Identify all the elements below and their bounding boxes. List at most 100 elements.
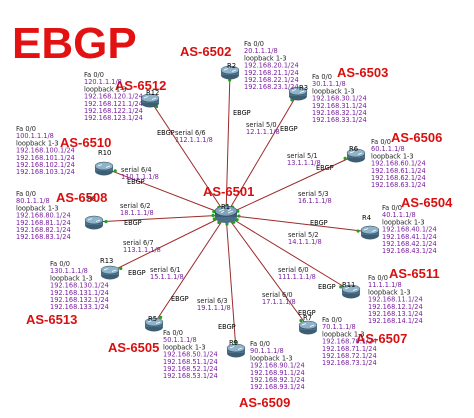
router-r9[interactable]	[226, 343, 246, 358]
as-label: AS-6513	[26, 312, 77, 327]
router-r3[interactable]	[288, 86, 308, 101]
router-r2[interactable]	[220, 65, 240, 80]
router-name: R11	[342, 281, 355, 289]
ebgp-label: EBGP	[218, 323, 236, 331]
router-arrows-icon	[363, 228, 377, 232]
link-status-dot	[212, 217, 216, 221]
as-label: AS-6509	[239, 395, 290, 410]
router-r12[interactable]	[140, 93, 160, 108]
interface-ip: 80.1.1.1/8	[16, 197, 50, 205]
interface-label: Fa 0/0	[368, 274, 388, 282]
serial-ip: 110.1.1.1/8	[121, 173, 159, 181]
router-icon-top	[288, 86, 308, 96]
ebgp-label: EBGP	[310, 219, 328, 227]
network-ip: 192.168.12.1/24	[368, 303, 423, 311]
network-ip: 192.168.14.1/24	[368, 317, 423, 325]
link-status-dot	[225, 222, 229, 226]
network-ip: 192.168.90.1/24	[250, 362, 305, 370]
router-name: R10	[98, 149, 111, 157]
router-icon-top	[94, 161, 114, 171]
link-status-dot	[119, 266, 123, 271]
link-status-dot	[233, 340, 237, 344]
network-ip: 192.168.133.1/24	[50, 303, 109, 311]
router-r13[interactable]	[100, 265, 120, 280]
network-ip: 192.168.42.1/24	[382, 240, 437, 248]
router-arrows-icon	[291, 89, 305, 93]
interface-ip: 130.1.1.1/8	[50, 267, 88, 275]
router-arrows-icon	[223, 68, 237, 72]
loopback-label: loopback 1-3	[368, 288, 411, 296]
router-arrows-icon	[349, 151, 363, 155]
router-r7[interactable]	[298, 320, 318, 335]
router-icon-top	[226, 343, 246, 353]
network-ip: 192.168.31.1/24	[312, 102, 367, 110]
serial-ip: 13.1.1.1/8	[287, 159, 321, 167]
network-ip: 192.168.121.1/24	[84, 100, 143, 108]
network-ip: 192.168.73.1/24	[322, 359, 377, 367]
network-ip: 192.168.11.1/24	[368, 296, 423, 304]
network-ip: 192.168.82.1/24	[16, 226, 71, 234]
ebgp-label: EBGP	[157, 129, 175, 137]
network-ip: 192.168.80.1/24	[16, 212, 71, 220]
interface-label: Fa 0/0	[84, 71, 104, 79]
network-ip: 192.168.91.1/24	[250, 369, 305, 377]
router-name: R3	[299, 84, 308, 92]
serial-label: serial 5/1	[287, 152, 318, 160]
as-label: AS-6511	[389, 266, 440, 281]
network-ip: 192.168.100.1/24	[16, 147, 75, 155]
router-r1[interactable]: R1	[214, 203, 238, 223]
ebgp-label: EBGP	[128, 269, 146, 277]
router-icon-top	[140, 93, 160, 103]
network-ip: 192.168.40.1/24	[382, 226, 437, 234]
router-icon-top	[144, 317, 164, 327]
network-ip: 192.168.20.1/24	[244, 62, 299, 70]
network-ip: 192.168.83.1/24	[16, 233, 71, 241]
loopback-label: loopback 1-3	[312, 87, 355, 95]
router-r6[interactable]	[346, 148, 366, 163]
diagram-title: EBGP	[12, 19, 137, 68]
network-ip: 192.168.50.1/24	[163, 351, 218, 359]
serial-ip: 19.1.1.1/8	[197, 304, 231, 312]
network-ip: 192.168.52.1/24	[163, 365, 218, 373]
as-label: AS-6506	[391, 130, 442, 145]
link-status-dot	[113, 169, 117, 173]
network-ip: 192.168.81.1/24	[16, 219, 71, 227]
link-status-dot	[104, 219, 108, 224]
network-ip: 192.168.62.1/24	[371, 174, 426, 182]
serial-ip: 113.1.1.1/8	[123, 246, 161, 254]
network-ip: 192.168.71.1/24	[322, 345, 377, 353]
interface-ip: 120.1.1.1/8	[84, 78, 122, 86]
router-name: R13	[100, 257, 113, 265]
router-arrows-icon	[229, 346, 243, 350]
link-r1-r3	[225, 92, 299, 216]
link-layer	[93, 71, 371, 351]
link-r1-r8	[93, 214, 227, 223]
link-status-dot	[343, 156, 347, 160]
network-ip: 192.168.21.1/24	[244, 69, 299, 77]
router-r8[interactable]	[84, 215, 104, 230]
link-status-dot	[237, 214, 241, 218]
router-r4[interactable]	[360, 225, 380, 240]
ebgp-label: EBGP	[171, 295, 189, 303]
link-r1-r9	[225, 214, 237, 351]
as-label: AS-6510	[60, 135, 111, 150]
serial-ip: 12.1.1.1/8	[246, 128, 280, 136]
serial-label: serial 6/0	[262, 291, 293, 299]
router-r5[interactable]	[144, 317, 164, 332]
as-label: AS-6505	[108, 340, 159, 355]
as-label: AS-6508	[56, 190, 107, 205]
router-r10[interactable]	[94, 161, 114, 176]
link-r1-r11	[225, 214, 352, 292]
router-name: R7	[303, 314, 312, 322]
interface-label: Fa 0/0	[312, 73, 332, 81]
serial-label: serial 5/0	[246, 121, 277, 129]
network-ip: 192.168.72.1/24	[322, 352, 377, 360]
network-ip: 192.168.120.1/24	[84, 93, 143, 101]
serial-ip: 17.1.1.1/8	[262, 298, 296, 306]
router-arrows-icon	[97, 164, 111, 168]
interface-ip: 11.1.1.1/8	[368, 281, 402, 289]
interface-label: Fa 0/0	[16, 190, 36, 198]
router-r11[interactable]	[341, 284, 361, 299]
router-arrows-icon	[301, 323, 315, 327]
network-ip: 192.168.130.1/24	[50, 282, 109, 290]
